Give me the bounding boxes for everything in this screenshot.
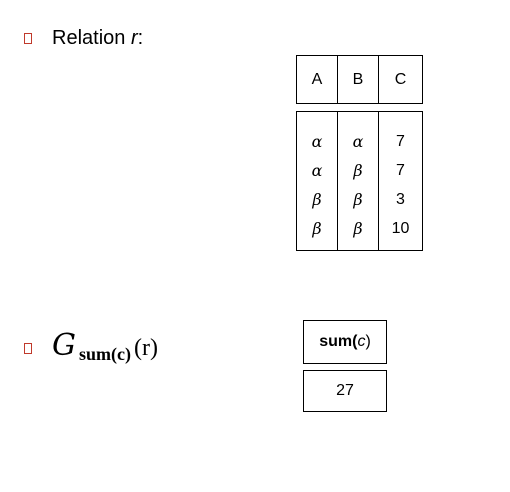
table-cell: 7 bbox=[396, 162, 405, 179]
table-cell: β bbox=[353, 219, 363, 238]
table-cell: 3 bbox=[396, 191, 405, 208]
table-cell: α bbox=[311, 161, 323, 180]
aggregate-argument: (r) bbox=[133, 335, 158, 361]
table-cell: β bbox=[353, 190, 363, 209]
aggregate-subscript: sum(c) bbox=[78, 344, 131, 364]
result-header-func: sum( bbox=[319, 333, 358, 350]
column-b: α β β β bbox=[338, 112, 379, 250]
table-cell: 10 bbox=[391, 220, 410, 237]
bullet-square-icon bbox=[24, 343, 32, 354]
result-value-cell: 27 bbox=[303, 370, 387, 412]
column-header-c: C bbox=[394, 70, 407, 88]
result-header-close: ) bbox=[365, 333, 371, 350]
relation-header-row: A B C bbox=[296, 55, 423, 104]
table-cell: α bbox=[352, 132, 364, 151]
table-cell: 7 bbox=[396, 133, 405, 150]
column-a: α α β β bbox=[297, 112, 338, 250]
relation-body: α α β β α β β β 7 7 3 10 bbox=[296, 111, 423, 251]
relation-heading-label: Relation bbox=[52, 27, 126, 49]
aggregate-symbol: G bbox=[52, 328, 76, 363]
relation-heading-var: r bbox=[130, 27, 138, 49]
table-cell: β bbox=[312, 219, 322, 238]
table-cell: β bbox=[312, 190, 322, 209]
bullet-square-icon bbox=[24, 33, 32, 44]
column-header-a: A bbox=[297, 56, 338, 103]
column-c: 7 7 3 10 bbox=[379, 112, 422, 250]
result-column-header: sum(c ) bbox=[303, 320, 387, 364]
relation-heading-colon: : bbox=[137, 27, 144, 49]
table-cell: α bbox=[311, 132, 323, 151]
column-header-b: B bbox=[338, 56, 379, 103]
table-cell: β bbox=[353, 161, 363, 180]
result-header-var: c bbox=[357, 333, 366, 350]
relation-heading: Relation r: bbox=[52, 27, 143, 50]
